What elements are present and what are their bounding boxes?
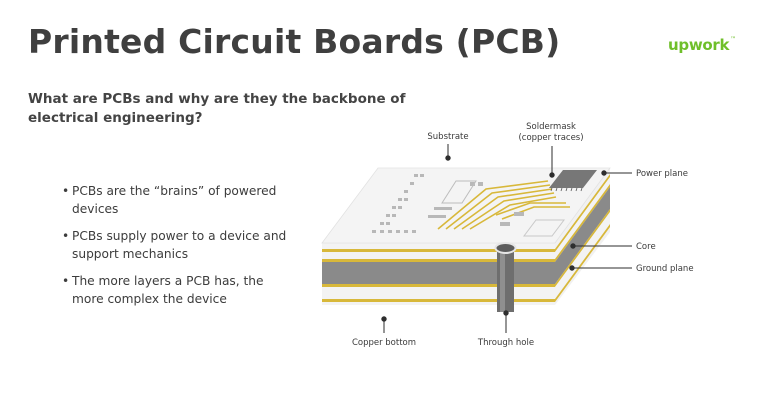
label-soldermask-detail: (copper traces): [518, 133, 583, 143]
through-hole-dot: [503, 310, 509, 316]
soldermask-dot: [549, 172, 555, 178]
front-prepreg-bottom: [322, 287, 555, 299]
callout-lines: [381, 144, 632, 333]
copper-bottom-dot: [381, 316, 387, 322]
substrate-dot: [445, 155, 451, 161]
right-copper-power: [555, 184, 610, 262]
right-copper-bottom: [555, 224, 610, 302]
upwork-logo: upwork™: [668, 36, 736, 54]
label-ground-plane: Ground plane: [636, 264, 694, 274]
right-prepreg-bottom: [555, 212, 610, 299]
front-copper-ground: [322, 284, 555, 287]
trace-3: [453, 188, 553, 230]
front-bottom-edge: [322, 302, 555, 305]
chip-pins: [550, 187, 583, 192]
via-highlight: [500, 248, 505, 312]
bullet-list: PCBs are the “brains” of powered devices…: [62, 182, 292, 317]
front-copper-power: [322, 259, 555, 262]
intro-question: What are PCBs and why are they the backb…: [28, 91, 406, 126]
front-copper-bottom: [322, 299, 555, 302]
label-soldermask: Soldermask: [526, 122, 576, 132]
logo-text: upwork: [668, 36, 730, 54]
right-copper-ground: [555, 209, 610, 287]
bullet-item-layers: The more layers a PCB has, the more comp…: [62, 272, 292, 308]
board-front-face: [322, 243, 555, 305]
trace-5: [469, 196, 557, 230]
page-title: Printed Circuit Boards (PCB): [28, 22, 561, 61]
right-copper-top: [555, 174, 610, 252]
front-prepreg-top: [322, 252, 555, 259]
microchip: [549, 170, 597, 192]
power-plane-dot: [601, 170, 607, 176]
copper-traces: [437, 180, 570, 230]
trace-2: [445, 184, 551, 230]
trace-1: [437, 180, 549, 230]
via-barrel: [497, 248, 514, 312]
trace-7: [501, 206, 570, 220]
bullet-item-power: PCBs supply power to a device and suppor…: [62, 227, 292, 263]
right-core: [555, 187, 610, 284]
front-core: [322, 262, 555, 284]
trace-6: [495, 202, 566, 216]
front-soldermask: [322, 243, 555, 249]
bullet-item-brains: PCBs are the “brains” of powered devices: [62, 182, 292, 218]
board-right-side: [555, 168, 610, 305]
label-through-hole: Through hole: [477, 338, 534, 348]
through-hole: [494, 242, 517, 312]
label-copper-bottom: Copper bottom: [352, 338, 416, 348]
component-pads: [372, 174, 524, 233]
label-power-plane: Power plane: [636, 169, 688, 179]
front-copper-top: [322, 249, 555, 252]
pad-outline: [523, 219, 565, 237]
component-outline: [441, 180, 477, 204]
logo-trademark: ™: [730, 36, 736, 43]
right-prepreg-top: [555, 177, 610, 259]
trace-4: [461, 192, 555, 230]
ground-plane-dot: [569, 265, 575, 271]
core-dot: [570, 243, 576, 249]
chip-body: [549, 170, 597, 188]
label-substrate: Substrate: [427, 132, 468, 142]
label-core: Core: [636, 242, 656, 252]
via-opening: [494, 242, 517, 254]
